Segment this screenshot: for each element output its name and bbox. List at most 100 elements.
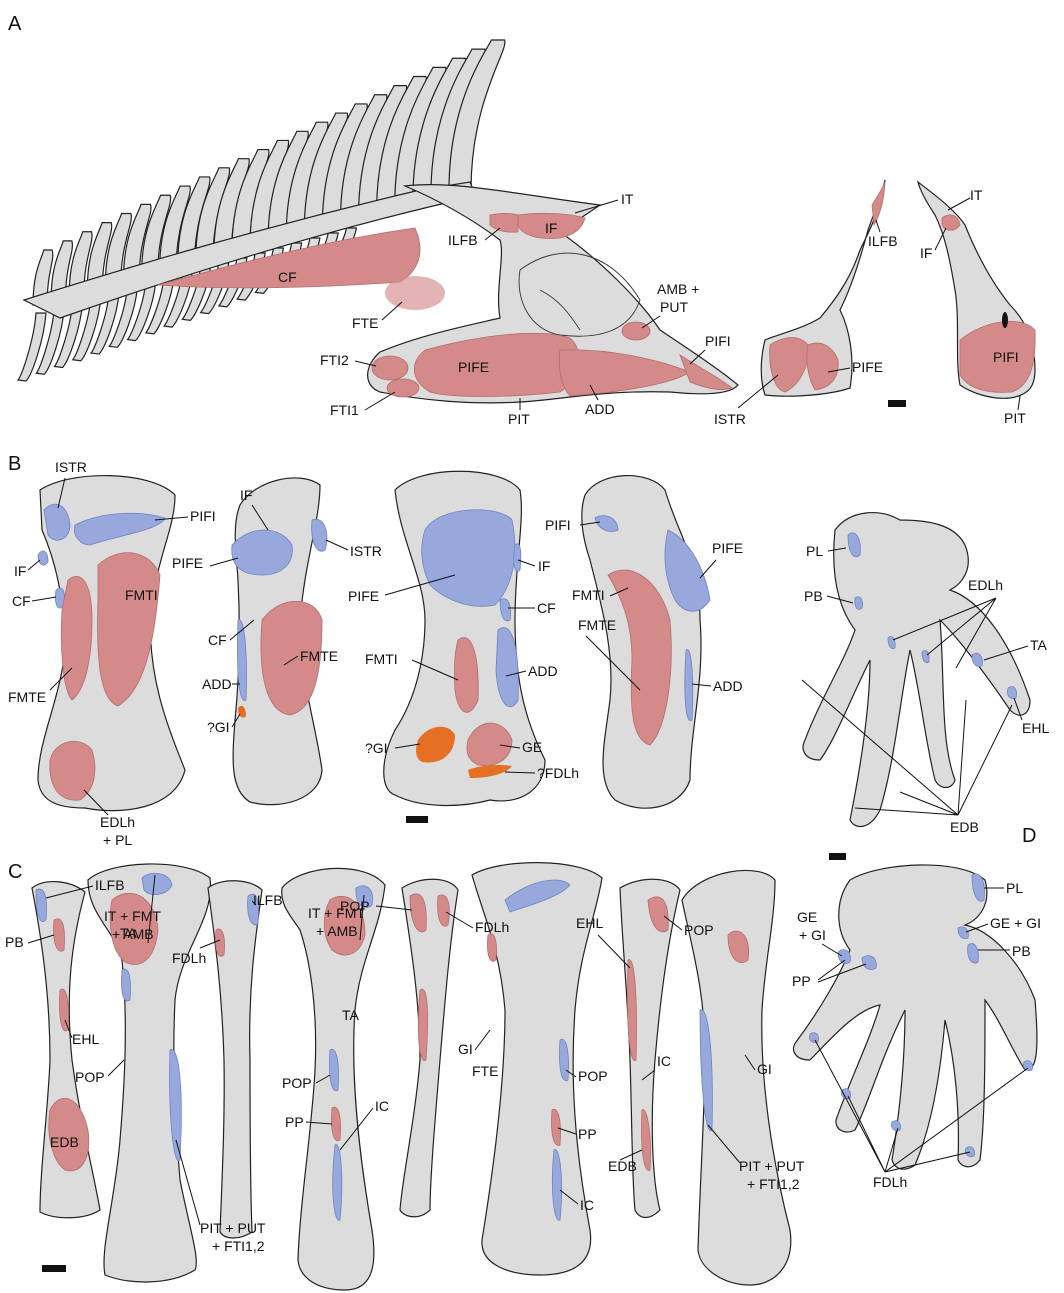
label-f-pb: PB — [804, 588, 823, 604]
leader-c6-gi — [475, 1030, 490, 1050]
label-r-pife: PIFE — [852, 359, 883, 375]
label-l-if: IF — [920, 245, 932, 261]
label-c7-pop: POP — [684, 922, 714, 938]
label-d-pb: PB — [1012, 943, 1031, 959]
label-b-edlh-pl-2: + PL — [103, 832, 132, 848]
vertebral-column — [18, 40, 505, 381]
muscle-pb-pes — [855, 597, 863, 610]
muscle-amb-put — [622, 322, 650, 340]
label-b-if: IF — [14, 563, 26, 579]
label-b-istr: ISTR — [55, 459, 87, 475]
label-c6-ic: IC — [580, 1197, 594, 1213]
label-c8-gi: GI — [757, 1061, 772, 1077]
label-r-ilfb: ILFB — [868, 233, 898, 249]
label-d-ge-gi-1: GE — [797, 909, 817, 925]
label-cf: CF — [278, 269, 297, 285]
pes-d — [794, 865, 1037, 1169]
label-c7-ic: IC — [657, 1053, 671, 1069]
muscle-fte-c6 — [487, 934, 496, 962]
label-f-ehl: EHL — [1022, 720, 1049, 736]
label-l-pifi: PIFI — [993, 349, 1019, 365]
label-b2-istr: ISTR — [350, 543, 382, 559]
label-c6-gi: GI — [458, 1041, 473, 1057]
label-b3-fdlh: ?FDLh — [537, 765, 579, 781]
leader-b-if — [28, 560, 40, 570]
label-d-pl: PL — [1006, 880, 1023, 896]
label-pifi: PIFI — [705, 333, 731, 349]
muscle-fte — [385, 276, 445, 310]
label-c8-pit-1: PIT + PUT — [739, 1158, 805, 1174]
label-b3-pife: PIFE — [348, 588, 379, 604]
label-c6-pop: POP — [578, 1068, 608, 1084]
foramen — [1002, 312, 1008, 328]
label-b2-add: ADD — [202, 676, 232, 692]
label-c7-ehl: EHL — [576, 915, 603, 931]
muscle-fdlh-d-5 — [1023, 1061, 1032, 1071]
label-fte: FTE — [352, 315, 378, 331]
label-l-it: IT — [970, 187, 983, 203]
label-b-cf: CF — [12, 593, 31, 609]
label-d-ge-gi-r: GE + GI — [990, 915, 1041, 931]
label-b4-pifi: PIFI — [545, 517, 571, 533]
label-c4-ic: IC — [375, 1098, 389, 1114]
label-c4-pp: PP — [285, 1114, 304, 1130]
muscle-fdlh-d-1 — [809, 1033, 818, 1043]
label-c6-fte: FTE — [472, 1063, 498, 1079]
panel-c: C — [5, 861, 805, 1290]
label-fti1: FTI1 — [330, 402, 359, 418]
label-it: IT — [621, 191, 634, 207]
leader-fte — [382, 302, 402, 320]
leader-c2-pop — [108, 1060, 124, 1076]
label-d-fdlh: FDLh — [873, 1174, 907, 1190]
panel-letter-b: B — [8, 453, 21, 475]
label-c8-pit-2: + FTI1,2 — [747, 1176, 800, 1192]
muscle-fdlh-c3 — [215, 929, 224, 956]
muscle-ilfb-right — [872, 182, 885, 225]
label-c1-ilfb: ILFB — [95, 877, 125, 893]
leader-b2-istr — [326, 540, 348, 550]
label-c2-it-1: IT + FMT — [104, 908, 161, 924]
label-b3-gi: ?GI — [365, 740, 388, 756]
label-ilfb: ILFB — [448, 232, 478, 248]
label-b3-ge: GE — [522, 739, 542, 755]
panel-b: B — [8, 453, 1049, 860]
label-r-istr: ISTR — [714, 411, 746, 427]
label-b2-gi: ?GI — [207, 719, 230, 735]
panel-d: D PL GE + GI GE + GI PB PP FDLh — [792, 825, 1041, 1190]
label-c2-pit-1: PIT + PUT — [200, 1220, 266, 1236]
muscle-fdlh-d-3 — [891, 1121, 900, 1131]
label-c3-ilfb: ILFB — [253, 892, 283, 908]
label-c2-ta: TA — [120, 925, 138, 941]
scale-bar-c — [42, 1265, 66, 1272]
label-c4-it-2: + AMB — [316, 923, 358, 939]
muscle-fti2 — [372, 356, 408, 380]
label-c5-pop: POP — [340, 898, 370, 914]
panel-a: A IT ILFB IF CF FTE — [8, 13, 1035, 427]
label-b2-cf: CF — [208, 632, 227, 648]
panel-letter-d: D — [1022, 825, 1036, 847]
label-fti2: FTI2 — [320, 352, 349, 368]
label-f-ta: TA — [1030, 637, 1048, 653]
label-pit: PIT — [508, 411, 530, 427]
label-c1-edb: EDB — [50, 1134, 79, 1150]
label-c5-fdlh: FDLh — [475, 919, 509, 935]
label-f-pl: PL — [806, 543, 823, 559]
muscle-ge-gi-d-1 — [838, 950, 850, 964]
label-d-ge-gi-2: + GI — [799, 927, 826, 943]
panel-letter-a: A — [8, 13, 22, 35]
fibula-c5 — [400, 879, 458, 1217]
label-b2-pife: PIFE — [172, 555, 203, 571]
label-b-fmte: FMTE — [8, 689, 46, 705]
leader-l-pit — [1018, 396, 1020, 410]
label-b2-fmte: FMTE — [300, 648, 338, 664]
label-d-pp: PP — [792, 973, 811, 989]
muscle-if-b1 — [38, 551, 48, 565]
muscle-pop-c2 — [121, 969, 130, 1001]
label-amb-put-2: PUT — [660, 299, 688, 315]
muscle-ic-c5 — [418, 989, 427, 1061]
label-b4-add: ADD — [713, 678, 743, 694]
label-b4-fmte: FMTE — [578, 617, 616, 633]
muscle-if-b3 — [514, 544, 521, 572]
label-add: ADD — [585, 401, 615, 417]
